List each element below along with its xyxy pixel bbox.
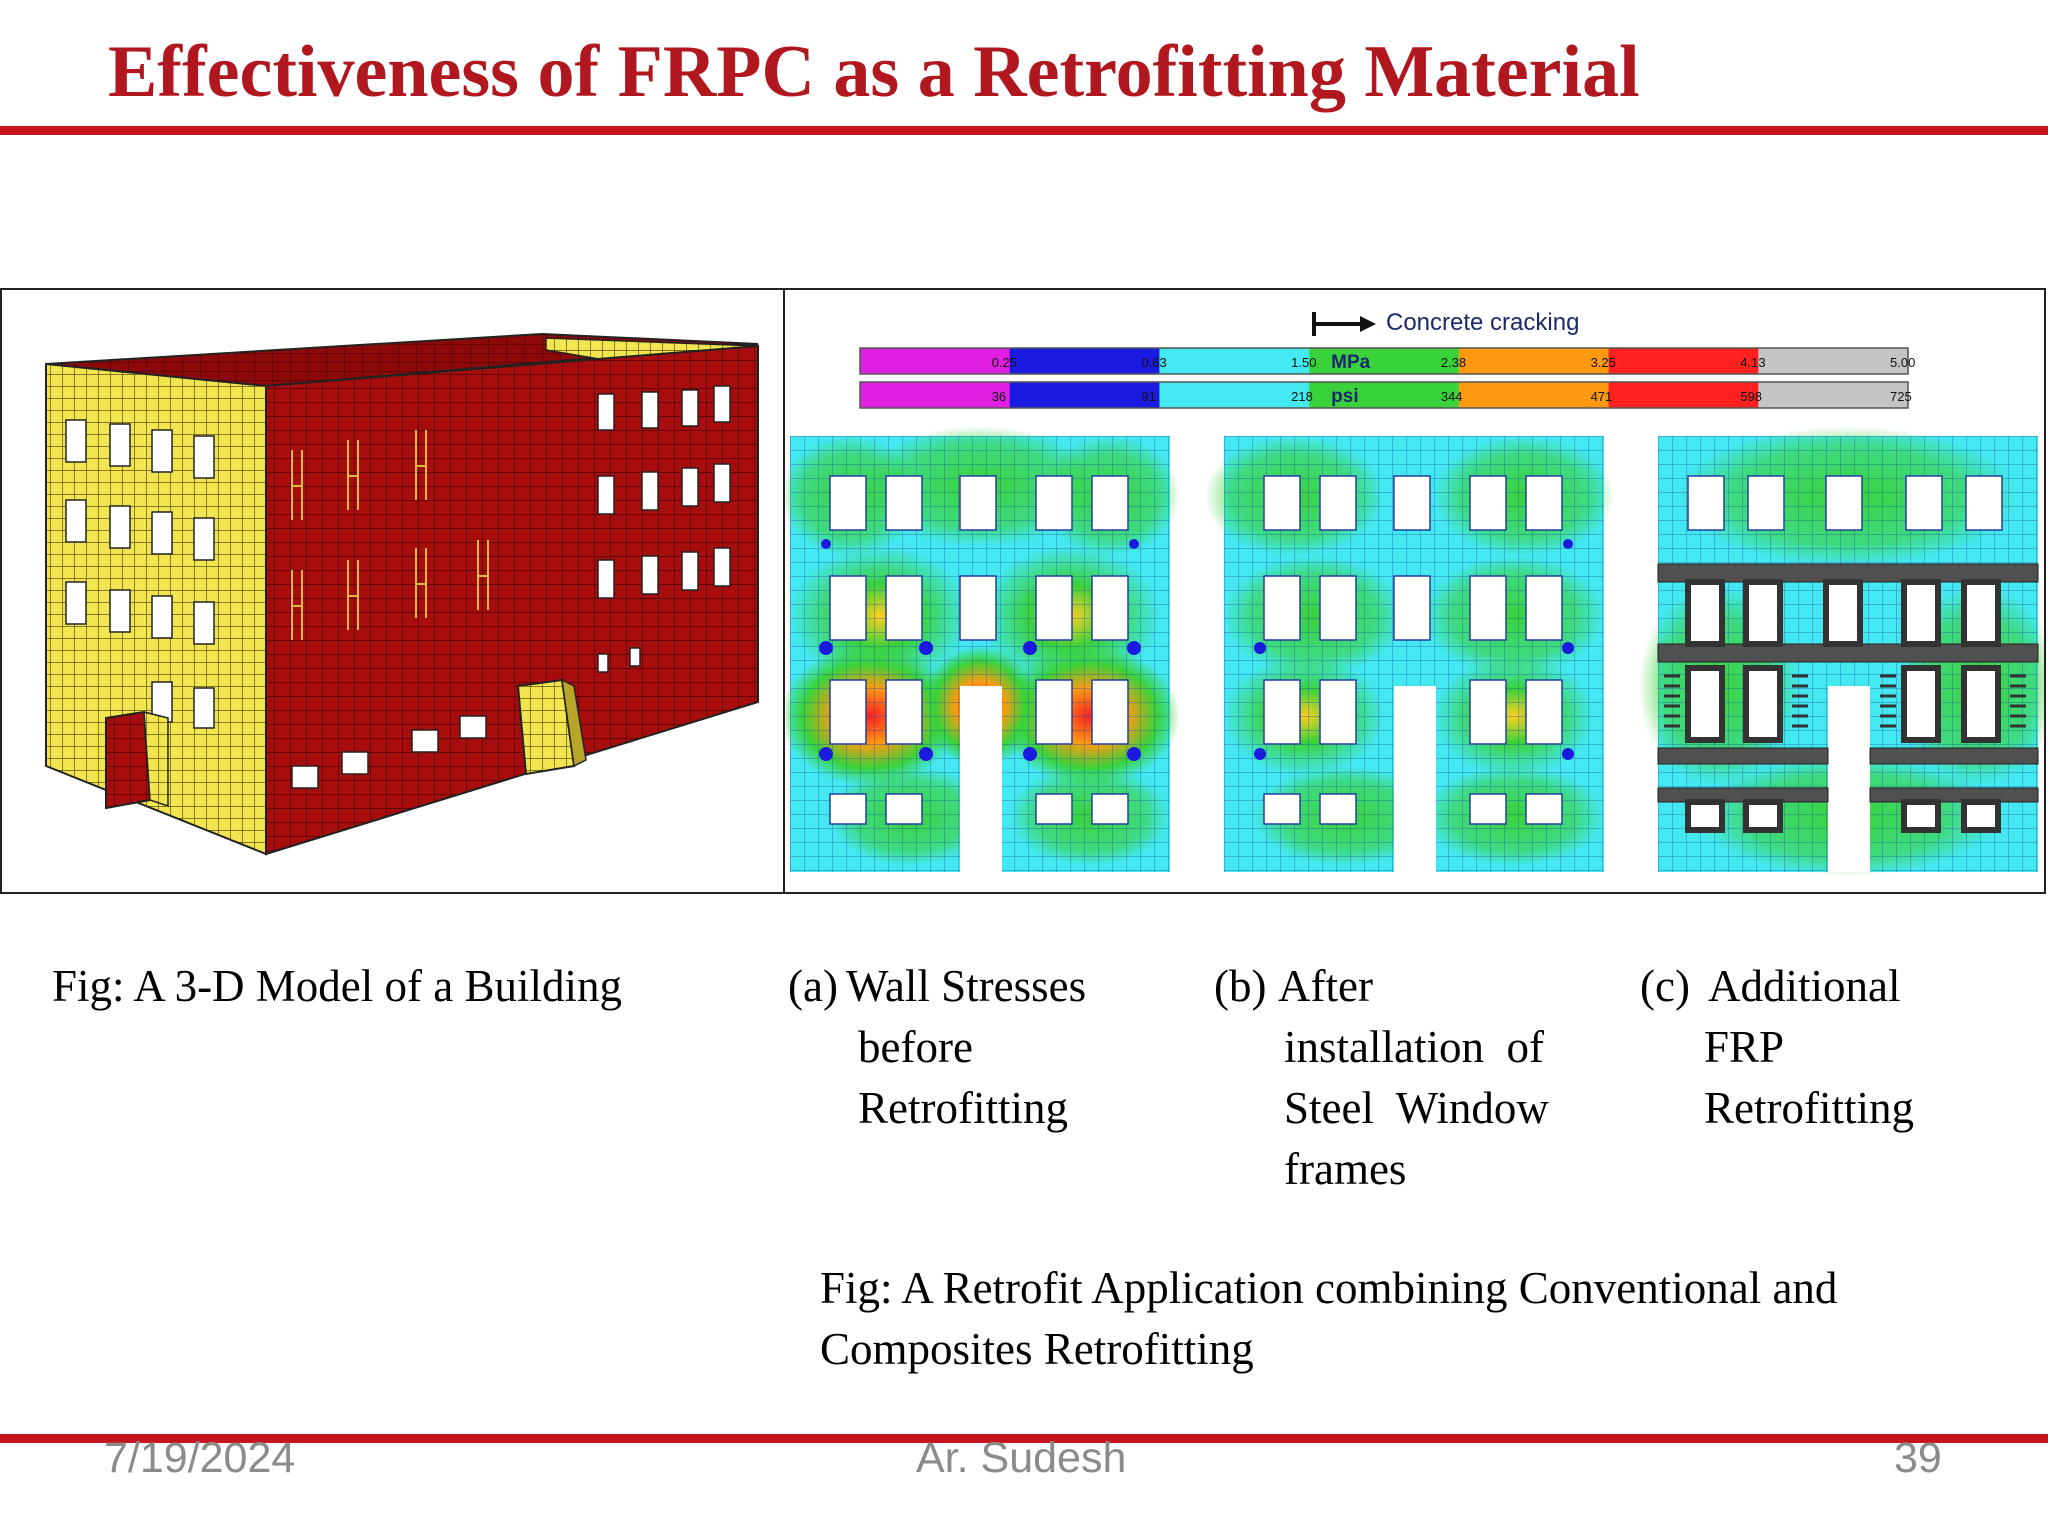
caption-b-line: frames: [1284, 1144, 1407, 1194]
legend-mpa-swatch: [1309, 348, 1460, 374]
caption-c-body: Additional FRP Retrofitting: [1704, 956, 1914, 1139]
caption-a-prefix: (a): [788, 961, 838, 1011]
caption-a-body: Wall Stresses before Retrofitting: [846, 956, 1086, 1139]
legend-psi-swatch: [1309, 382, 1460, 408]
legend-psi-swatch: [1009, 382, 1160, 408]
footer-page-number: 39: [1894, 1434, 1942, 1482]
legend-mpa-swatch: [1159, 348, 1310, 374]
caption-b-body: After installation of Steel Window frame…: [1278, 956, 1549, 1200]
building-3d-model-image: [45, 332, 759, 856]
caption-c-line: Retrofitting: [1704, 1083, 1914, 1133]
legend-psi-tick: 598: [1740, 389, 1762, 404]
caption-c-line: Additional: [1708, 961, 1901, 1011]
legend-psi-tick: 344: [1441, 389, 1463, 404]
caption-a-line: Retrofitting: [858, 1083, 1068, 1133]
footer-author: Ar. Sudesh: [916, 1434, 1127, 1482]
legend-mpa-frame: [859, 347, 1909, 375]
caption-a-line: before: [858, 1022, 973, 1072]
title-underline: [0, 126, 2048, 135]
legend-mpa-swatch: [1009, 348, 1160, 374]
legend-psi-tick: 91: [1141, 389, 1155, 404]
retrofit-caption-line: Fig: A Retrofit Application combining Co…: [820, 1263, 1838, 1313]
legend-psi-swatch: [1458, 382, 1610, 408]
legend-psi-swatch: [1758, 382, 1909, 408]
wall-stress-contour-images: 0.25 0.63 1.50 2.38 3.25 4.13 5.00 MPa 36 91 218 34…: [786, 309, 2044, 876]
legend-mpa-tick: 4.13: [1740, 355, 1765, 370]
legend-mpa-swatch: [860, 348, 1011, 374]
legend-psi-frame: [859, 381, 1909, 409]
legend-mpa-swatch: [1758, 348, 1909, 374]
footer-rule: [0, 1434, 2048, 1443]
caption-c-prefix: (c): [1640, 961, 1690, 1011]
slide-title: Effectiveness of FRPC as a Retrofitting …: [108, 31, 1640, 113]
caption-b-line: installation of: [1284, 1022, 1544, 1072]
legend-mpa-tick: 0.63: [1141, 355, 1166, 370]
legend-mpa-unit: MPa: [1331, 352, 1371, 373]
legend-psi-unit: psi: [1331, 386, 1358, 407]
stress-legend: 0.25 0.63 1.50 2.38 3.25 4.13 5.00 MPa 36 91 218 34…: [859, 347, 1915, 409]
figure-divider: [783, 290, 785, 892]
legend-psi-swatch: [1159, 382, 1310, 408]
caption-a-line: Wall Stresses: [846, 961, 1087, 1011]
caption-3d-model: Fig: A 3-D Model of a Building: [52, 961, 623, 1011]
retrofit-caption-line: Composites Retrofitting: [820, 1324, 1254, 1374]
legend-mpa-tick: 3.25: [1591, 355, 1616, 370]
concrete-cracking-arrow: [1312, 312, 1376, 336]
legend-psi-swatch: [860, 382, 1011, 408]
legend-mpa-tick: 1.50: [1291, 355, 1316, 370]
caption-b-line: Steel Window: [1284, 1083, 1549, 1133]
legend-psi-tick: 36: [992, 389, 1006, 404]
legend-mpa-swatch: [1458, 348, 1610, 374]
legend-mpa-tick: 5.00: [1890, 355, 1915, 370]
legend-mpa-tick: 0.25: [992, 355, 1017, 370]
wall-panel-b: [1204, 436, 1614, 872]
legend-psi-tick: 218: [1291, 389, 1313, 404]
legend-psi-tick: 471: [1591, 389, 1613, 404]
caption-b-line: After: [1278, 961, 1373, 1011]
legend-label: Concrete cracking: [1386, 309, 1579, 336]
caption-c-line: FRP: [1704, 1022, 1785, 1072]
legend-mpa-swatch: [1608, 348, 1759, 374]
wall-panel-c: [1638, 426, 2044, 876]
footer-date: 7/19/2024: [104, 1434, 296, 1482]
caption-b-prefix: (b): [1214, 961, 1267, 1011]
figure-panel: 0.25 0.63 1.50 2.38 3.25 4.13 5.00 MPa 36 91 218 34…: [0, 288, 2046, 894]
legend-psi-swatch: [1608, 382, 1759, 408]
retrofit-figure-caption: Fig: A Retrofit Application combining Co…: [820, 1258, 2000, 1380]
legend-mpa-tick: 2.38: [1441, 355, 1466, 370]
legend-psi-tick: 725: [1890, 389, 1912, 404]
wall-panel-a: [786, 426, 1180, 872]
